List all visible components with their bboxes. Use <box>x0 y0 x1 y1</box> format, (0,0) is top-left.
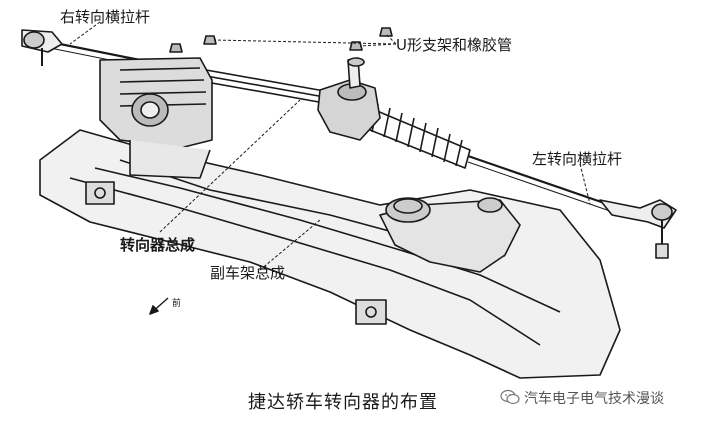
subframe-frame <box>39 129 621 379</box>
watermark-text: 汽车电子电气技术漫谈 <box>524 391 664 407</box>
figure-caption: 捷达轿车转向器的布置 <box>248 392 438 413</box>
mount-bolts <box>169 27 393 53</box>
rubber-boot <box>364 103 471 169</box>
subframe-mount-rear <box>355 299 387 325</box>
subframe-mount-left <box>85 181 115 205</box>
label-left-tie-rod: 左转向横拉杆 <box>532 150 623 168</box>
label-u-bracket-boot: U形支架和橡胶管 <box>396 36 512 54</box>
forward-arrow-icon <box>149 297 169 315</box>
subframe-inner-rail <box>69 177 541 346</box>
left-tie-rod-shaft <box>467 154 611 207</box>
label-steering-gear-assembly: 转向器总成 <box>120 236 196 254</box>
label-subframe-assembly: 副车架总成 <box>210 264 286 282</box>
leader-lines <box>69 21 591 271</box>
label-forward: 前 <box>172 299 182 309</box>
label-right-tie-rod: 右转向横拉杆 <box>60 8 151 26</box>
wechat-icon <box>500 389 520 405</box>
